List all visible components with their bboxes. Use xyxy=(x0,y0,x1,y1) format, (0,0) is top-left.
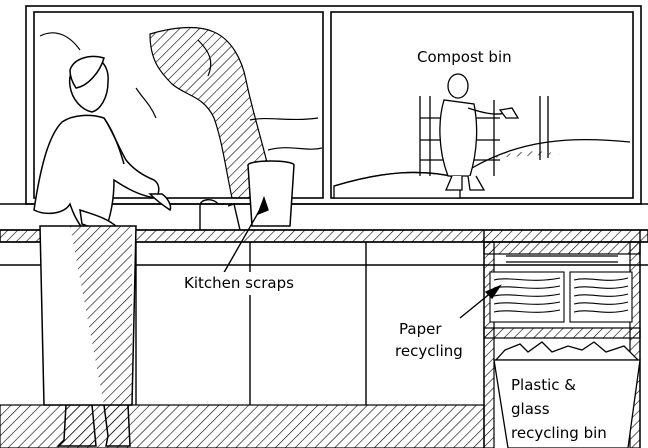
kitchen-scraps-pail-icon xyxy=(248,161,294,226)
woman-figure-icon xyxy=(34,57,171,447)
garden-scene xyxy=(334,74,630,198)
plastic-glass-label-line1: Plastic & xyxy=(511,374,576,397)
paper-recycling-label-line1: Paper xyxy=(397,318,443,341)
plastic-glass-label-line2: glass xyxy=(511,398,550,421)
compost-bin-label: Compost bin xyxy=(417,46,512,69)
paper-stack-icon xyxy=(490,272,632,322)
compost-bin-icon xyxy=(420,96,548,176)
paper-recycling-label-line2: recycling xyxy=(393,340,465,363)
kitchen-scraps-label: Kitchen scraps xyxy=(182,272,296,295)
gardener-figure-icon xyxy=(440,74,518,190)
plastic-glass-label-line3: recycling bin xyxy=(511,422,607,445)
